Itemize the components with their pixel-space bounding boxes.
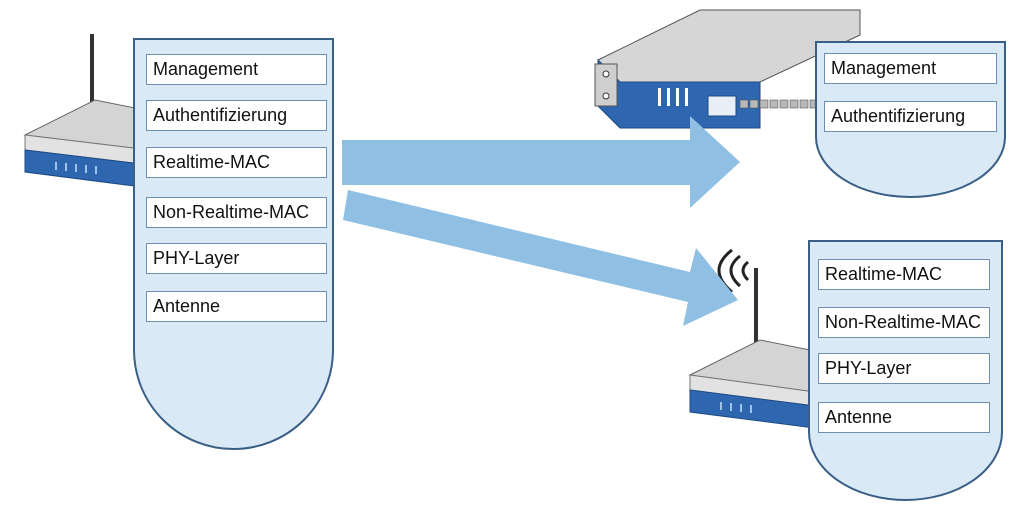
- stack-layer: Authentifizierung: [146, 100, 327, 131]
- wireless-router-icon: [23, 34, 156, 189]
- stack-layer: Antenne: [146, 291, 327, 322]
- stack-layer: PHY-Layer: [818, 353, 990, 384]
- stack-layer: Realtime-MAC: [146, 147, 327, 178]
- source-protocol-stack: Management Authentifizierung Realtime-MA…: [133, 38, 334, 450]
- stack-layer: Antenne: [818, 402, 990, 433]
- arrow-to-access-point: [343, 190, 738, 326]
- stack-layer: Non-Realtime-MAC: [146, 197, 327, 228]
- access-point-protocol-stack: Realtime-MAC Non-Realtime-MAC PHY-Layer …: [808, 240, 1003, 502]
- stack-layer: Management: [824, 53, 997, 84]
- stack-layer: Non-Realtime-MAC: [818, 307, 990, 338]
- stack-layer: Management: [146, 54, 327, 85]
- arrows: [342, 116, 740, 326]
- rack-switch-icon: [594, 9, 861, 129]
- stack-layer: PHY-Layer: [146, 243, 327, 274]
- arrow-to-controller: [342, 116, 740, 208]
- stack-layer: Realtime-MAC: [818, 259, 990, 290]
- controller-protocol-stack: Management Authentifizierung: [815, 41, 1006, 199]
- stack-layer: Authentifizierung: [824, 101, 997, 132]
